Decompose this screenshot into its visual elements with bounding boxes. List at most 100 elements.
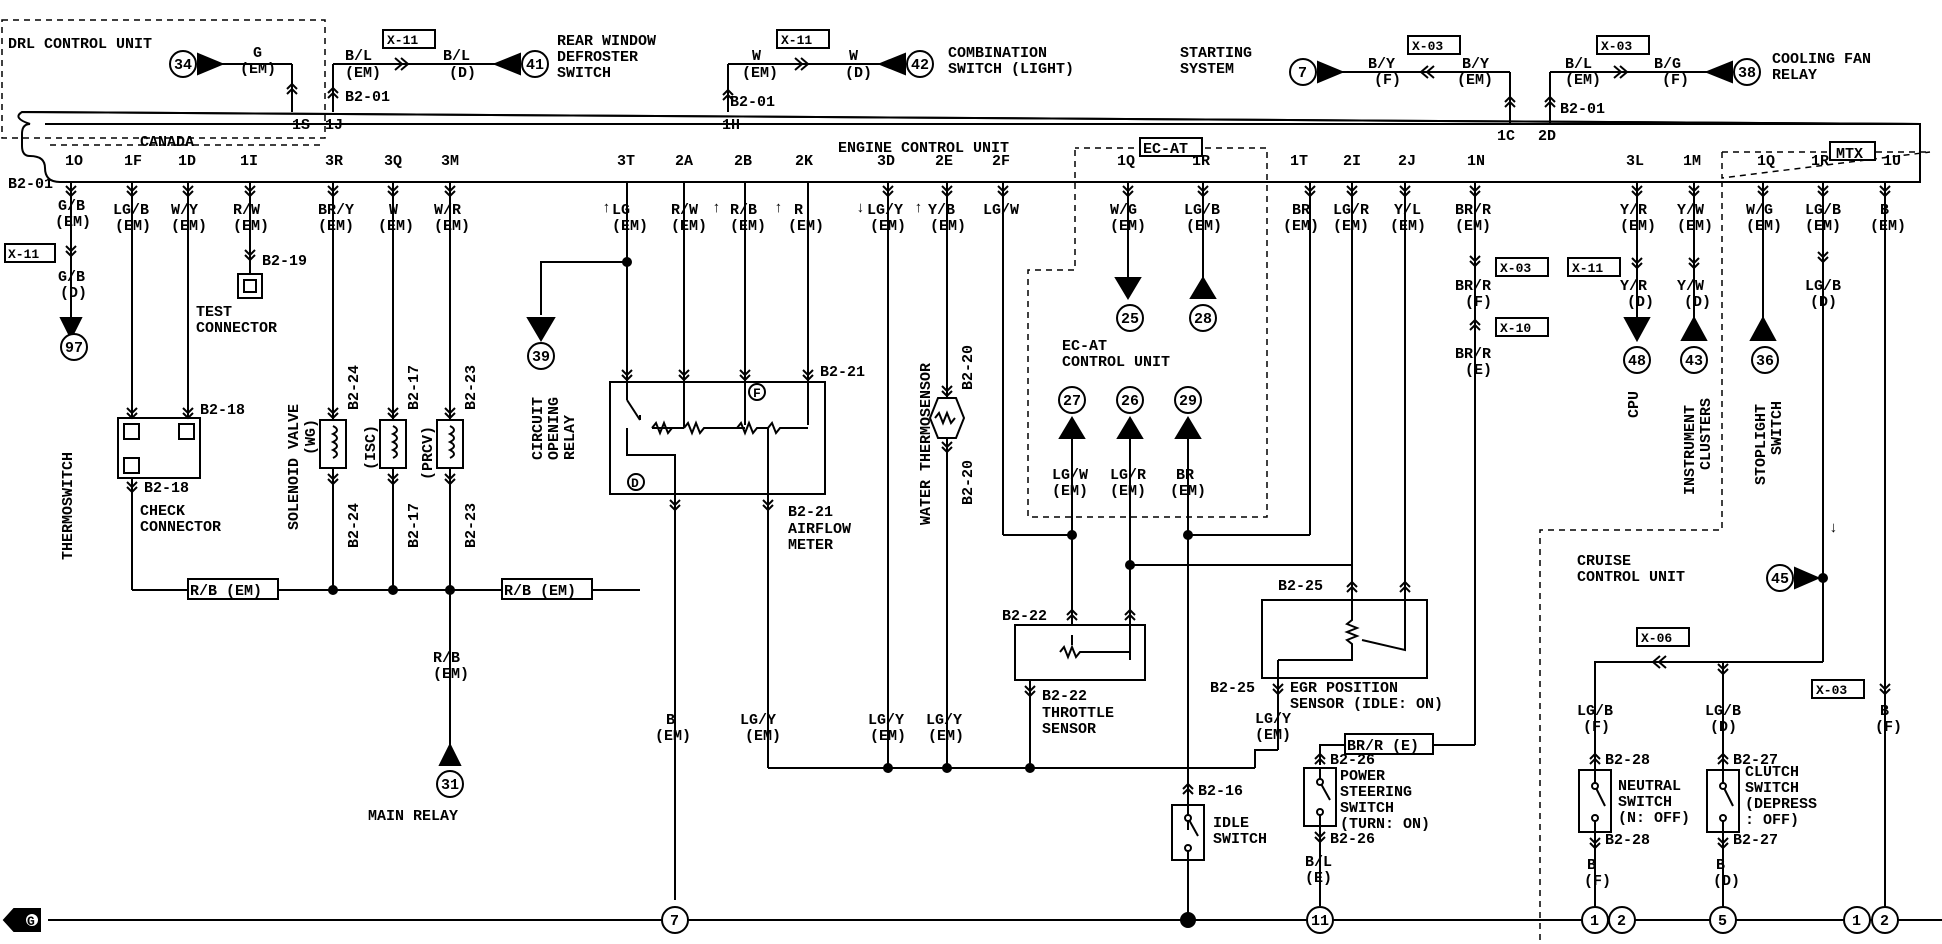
mid-lrw: (EM) xyxy=(671,218,707,235)
l-l1: (EM) xyxy=(55,214,91,231)
pin: 3D xyxy=(877,153,895,170)
ecat-w5: BR xyxy=(1176,467,1194,484)
ecu-label: ENGINE CONTROL UNIT xyxy=(838,140,1009,157)
ss-label1: STARTING xyxy=(1180,45,1252,62)
afm-f-circle xyxy=(748,383,766,401)
r-lbrr: (EM) xyxy=(1455,218,1491,235)
ns1: NEUTRAL xyxy=(1618,778,1681,795)
mid-wyb: Y/B xyxy=(928,202,955,219)
b220b: B2-20 xyxy=(960,460,977,505)
b221b: B2-21 xyxy=(788,504,833,521)
cf-loc1: (EM) xyxy=(1565,72,1601,89)
solenoid-wg xyxy=(319,182,347,590)
cor-num: 39 xyxy=(532,349,550,366)
cs-b227a: B2-27 xyxy=(1733,752,1778,769)
rw-label3: SWITCH xyxy=(557,65,611,82)
r-wb2: B xyxy=(1716,857,1725,874)
pin: 1Q xyxy=(1757,153,1775,170)
ecat-title2: CONTROL UNIT xyxy=(1062,354,1170,371)
ref-48 xyxy=(1623,346,1651,374)
l-w5: BR/Y xyxy=(318,202,354,219)
r-lb: (EM) xyxy=(1870,218,1906,235)
rb3l: (EM) xyxy=(433,666,469,683)
idle1: IDLE xyxy=(1213,815,1249,832)
pin-1j: 1J xyxy=(325,117,343,134)
gnd-1b xyxy=(1843,906,1871,934)
ground-label: G xyxy=(27,914,35,929)
svg-text:↑: ↑ xyxy=(602,200,611,217)
ss-wire2: B/Y xyxy=(1462,56,1489,73)
mid-wr: R xyxy=(794,202,803,219)
ecat-l5: (EM) xyxy=(1170,483,1206,500)
ecat-n26: 26 xyxy=(1121,393,1139,410)
egr2: SENSOR (IDLE: ON) xyxy=(1290,696,1443,713)
ss-loc2: (EM) xyxy=(1457,72,1493,89)
l-w6: W xyxy=(389,202,398,219)
pin: 3M xyxy=(441,153,459,170)
ref-28 xyxy=(1189,304,1217,332)
r-lyr2: (D) xyxy=(1627,294,1654,311)
bot-lgy1: LG/Y xyxy=(740,712,776,729)
l-x1: X-11 xyxy=(8,247,39,262)
pin: 3R xyxy=(325,153,343,170)
r-lyw: (EM) xyxy=(1677,218,1713,235)
solenoid-prcv xyxy=(436,182,464,745)
r-lyr: (EM) xyxy=(1620,218,1656,235)
r-wlgr: LG/R xyxy=(1333,202,1369,219)
pin: 1O xyxy=(65,153,83,170)
cf-label1: COOLING FAN xyxy=(1772,51,1871,68)
egr-lgy: LG/Y xyxy=(1255,711,1291,728)
r-wyr2: Y/R xyxy=(1620,278,1647,295)
l-b218b: B2-18 xyxy=(144,480,189,497)
pin: 2I xyxy=(1343,153,1361,170)
r-x06: X-06 xyxy=(1641,631,1672,646)
cor3: RELAY xyxy=(562,415,579,460)
egr-lgyl: (EM) xyxy=(1255,727,1291,744)
ps4: (TURN: ON) xyxy=(1340,816,1430,833)
ref-26 xyxy=(1116,386,1144,414)
cs-num: 42 xyxy=(911,57,929,74)
r-llgb: (EM) xyxy=(1805,218,1841,235)
rw-wire1: B/L xyxy=(345,48,372,65)
mid-n7: 7 xyxy=(670,913,679,930)
r-llgr: (EM) xyxy=(1333,218,1369,235)
idle2: SWITCH xyxy=(1213,831,1267,848)
ecat-w3: LG/W xyxy=(1052,467,1088,484)
cs2: SWITCH xyxy=(1745,780,1799,797)
rw-wire2: B/L xyxy=(443,48,470,65)
l-l2: (EM) xyxy=(115,218,151,235)
rw-loc2: (D) xyxy=(449,65,476,82)
r-g5: 5 xyxy=(1718,913,1727,930)
r-lbrr2: (F) xyxy=(1465,294,1492,311)
l-l3: (EM) xyxy=(171,218,207,235)
check1: CHECK xyxy=(140,503,185,520)
gnd-5 xyxy=(1709,906,1737,934)
l-l5: (EM) xyxy=(318,218,354,235)
l-l1b: (D) xyxy=(60,285,87,302)
ts2: SENSOR xyxy=(1042,721,1096,738)
l-w4: R/W xyxy=(233,202,260,219)
r-bl: B/L xyxy=(1305,854,1332,871)
cf-label2: RELAY xyxy=(1772,67,1817,84)
cc2: CONTROL UNIT xyxy=(1577,569,1685,586)
r-n48: 48 xyxy=(1628,353,1646,370)
pin: 1D xyxy=(178,153,196,170)
pin-1h: 1H xyxy=(722,117,740,134)
egr-sensor xyxy=(1261,599,1428,679)
airflow-meter xyxy=(609,381,826,495)
ecat-l1: (EM) xyxy=(1110,218,1146,235)
r-wbrr: BR/R xyxy=(1455,202,1491,219)
r-x03: X-03 xyxy=(1500,261,1531,276)
r-ic2: CLUSTERS xyxy=(1698,398,1715,470)
pin-2d: 2D xyxy=(1538,128,1556,145)
r-g2b: 2 xyxy=(1880,913,1889,930)
cs1: CLUTCH xyxy=(1745,764,1799,781)
ns2: SWITCH xyxy=(1618,794,1672,811)
l-w1b: G/B xyxy=(58,269,85,286)
bot-lgy2: LG/Y xyxy=(868,712,904,729)
b201-left: B2-01 xyxy=(8,176,53,193)
r-wb2l: (D) xyxy=(1713,873,1740,890)
idle-b216: B2-16 xyxy=(1198,783,1243,800)
mr: MAIN RELAY xyxy=(368,808,458,825)
ts-b222a: B2-22 xyxy=(1002,608,1047,625)
